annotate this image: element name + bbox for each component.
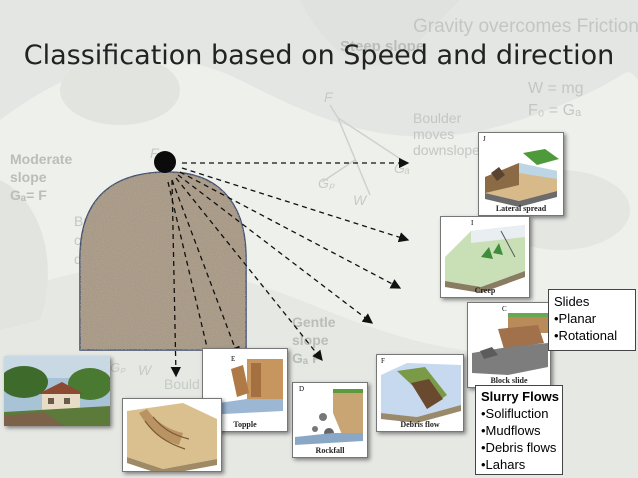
boulder-line: Boulder (413, 110, 462, 126)
block-slide-thumbnail: C Block slide (467, 302, 551, 388)
gravity-overcomes-friction-text: Gravity overcomes Friction (413, 16, 638, 37)
arrow-debris (175, 177, 323, 362)
w-mg-text: W = mg (528, 80, 584, 97)
debris-flow-letter: F (381, 357, 385, 365)
debris-flow-illustration (381, 363, 461, 423)
lateral-spread-caption: Lateral spread (495, 204, 547, 213)
boulder-moves-downslope-text: Boulder moves downslope (413, 110, 480, 158)
rockfall-thumbnail: D Rockfall (292, 382, 368, 458)
slides-item-rotational: •Rotational (554, 328, 618, 343)
arrow-down (170, 179, 182, 378)
creep-caption: Creep (474, 286, 496, 295)
rotational-slide-thumbnail (122, 398, 222, 472)
slurry-item-solifluction: •Solifluction (481, 406, 549, 421)
rockfall-letter: D (299, 385, 305, 393)
slurry-item-mudflows: •Mudflows (481, 423, 541, 438)
rockfall-caption: Rockfall (315, 446, 345, 455)
creep-thumbnail: I Creep (440, 216, 530, 298)
page-title: Classification based on Speed and direct… (23, 40, 615, 71)
slurry-item-debris-flows: •Debris flows (481, 440, 557, 455)
block-slide-illustration (472, 313, 548, 375)
creep-illustration (445, 225, 525, 293)
f0-gd-text: F₀ = Gₐ (528, 102, 582, 119)
creep-letter: I (471, 219, 474, 227)
topple-caption: Topple (233, 420, 257, 429)
letter-gp: Gₚ (318, 175, 335, 191)
topple-thumbnail: E Topple (202, 348, 288, 432)
topple-illustration (205, 359, 283, 415)
debris-flow-caption: Debris flow (400, 420, 440, 429)
slides-header: Slides (554, 294, 590, 309)
letter-w: W (353, 192, 367, 208)
arrow-topple (171, 179, 240, 358)
slope-line: slope (10, 169, 47, 185)
gd-f-line: Gₐ= F (10, 187, 47, 203)
d-line: d (74, 251, 82, 267)
letter-f-mid: F (150, 145, 159, 161)
moderate-slope-text: Moderate slope Gₐ= F (10, 150, 72, 204)
slides-box: Slides •Planar •Rotational (548, 289, 636, 351)
slides-item-planar: •Planar (554, 311, 597, 326)
moves-line: moves (413, 126, 455, 142)
block-slide-caption: Block slide (490, 376, 528, 385)
arrow-gentle (177, 174, 374, 324)
letter-f-top: F (324, 89, 333, 105)
arrow-creep (181, 167, 410, 243)
rockfall-illustration (295, 389, 363, 445)
debris-flow-thumbnail: F Debris flow (376, 354, 464, 432)
steep-slope-text: Steep slope (340, 38, 425, 55)
arrow-rockfall (167, 181, 213, 362)
boulder-icon (154, 151, 176, 173)
boulder-bottom-text: Bould (164, 376, 200, 392)
c-line: c (74, 232, 81, 248)
block-slide-letter: C (502, 305, 507, 313)
gentle-slope-line: slope (292, 332, 329, 348)
lateral-spread-illustration (485, 149, 559, 207)
letter-w-bottom: W (138, 362, 152, 378)
house-photo (4, 356, 110, 426)
lateral-spread-letter: J (483, 135, 486, 143)
slurry-flows-box: Slurry Flows •Solifluction •Mudflows •De… (475, 385, 563, 475)
moderate-line: Moderate (10, 151, 73, 167)
arrow-slide (179, 171, 402, 289)
slurry-header: Slurry Flows (481, 389, 560, 404)
lateral-spread-thumbnail: J Lateral spread (478, 132, 564, 216)
slurry-item-lahars: •Lahars (481, 457, 526, 472)
topple-letter: E (231, 355, 236, 363)
letter-gp-bottom: Gₚ (110, 360, 126, 375)
gentle-line: Gentle (292, 314, 336, 330)
downslope-line: downslope (413, 142, 480, 158)
house-photo-image (4, 356, 110, 426)
rotational-slide-illustration (127, 403, 217, 471)
